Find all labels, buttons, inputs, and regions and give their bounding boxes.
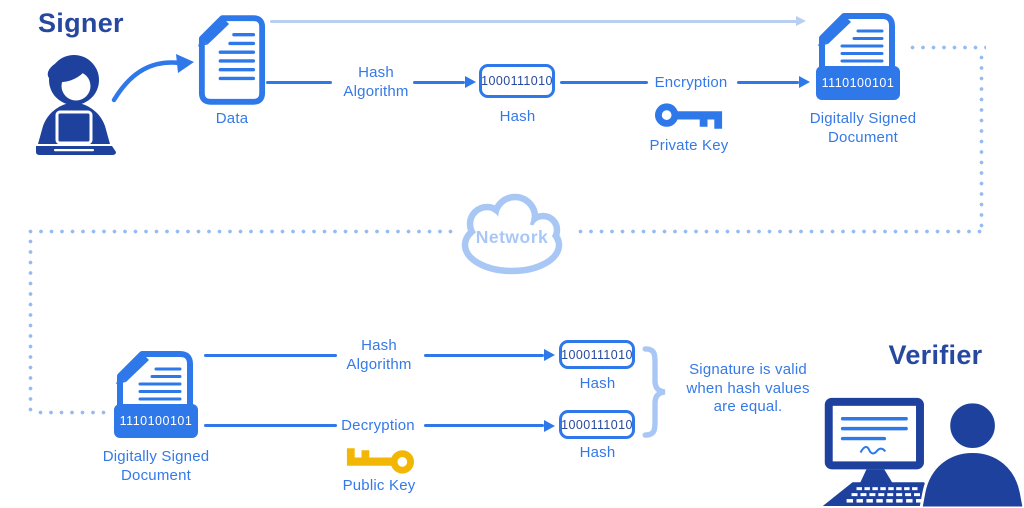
flow-line — [560, 80, 648, 84]
private-key-label: Private Key — [649, 137, 729, 154]
dotted-line — [910, 45, 986, 50]
hash2-value: 1000111010 — [561, 417, 633, 432]
decryption-label: Decryption — [341, 417, 415, 434]
curved-arrow — [111, 54, 194, 103]
encryption-label: Encryption — [654, 74, 728, 91]
hash1-value: 1000111010 — [561, 347, 633, 362]
signed-document-icon-bottom: 1110100101 — [114, 351, 198, 438]
hash-label-top: Hash — [499, 108, 536, 125]
public-key-label: Public Key — [342, 477, 416, 494]
flow-arrowhead — [544, 419, 555, 432]
hash-value-top: 1000111010 — [481, 74, 553, 88]
dotted-line — [38, 410, 110, 415]
dotted-line — [28, 229, 454, 234]
dotted-line — [578, 229, 986, 234]
network-cloud-icon: Network — [461, 193, 563, 275]
hash-value-box-1: 1000111010 — [559, 340, 635, 369]
light-flow-arrowhead — [796, 16, 806, 26]
flow-line — [204, 424, 337, 427]
signed-doc-label-bottom: Digitally Signed Document — [102, 448, 210, 484]
dotted-line — [979, 55, 984, 233]
signer-title: Signer — [38, 8, 124, 38]
brace-icon — [642, 346, 666, 438]
flow-line — [413, 80, 465, 84]
verifier-person-icon — [822, 397, 1024, 508]
hash-algorithm-label-bottom: Hash Algorithm — [346, 337, 412, 373]
signer-person-icon — [36, 55, 116, 155]
flow-arrowhead — [465, 76, 476, 88]
signed-doc-value-bottom: 1110100101 — [120, 414, 193, 428]
dotted-line — [28, 239, 33, 415]
hash2-label: Hash — [579, 444, 616, 461]
private-key-icon — [655, 103, 723, 129]
flow-line — [424, 353, 544, 357]
hash-algorithm-label-top: Hash Algorithm — [343, 64, 409, 100]
flow-line — [204, 353, 337, 357]
flow-line — [737, 80, 799, 84]
conclusion-text: Signature is valid when hash values are … — [686, 361, 810, 415]
flow-arrowhead — [544, 349, 555, 361]
light-flow-line — [270, 20, 797, 23]
flow-line — [266, 80, 332, 84]
network-label: Network — [476, 227, 549, 247]
data-label: Data — [215, 110, 249, 127]
verifier-title: Verifier — [888, 340, 983, 370]
hash-value-box-top: 1000111010 — [479, 64, 555, 98]
signed-document-icon-top: 1110100101 — [816, 13, 900, 100]
public-key-icon — [346, 448, 414, 474]
flow-line — [424, 424, 544, 427]
hash-value-box-2: 1000111010 — [559, 410, 635, 439]
flow-arrowhead — [799, 76, 810, 88]
signed-doc-label-top: Digitally Signed Document — [809, 110, 917, 146]
data-document-icon — [197, 15, 266, 105]
signed-doc-value-top: 1110100101 — [822, 76, 895, 90]
hash1-label: Hash — [579, 375, 616, 392]
